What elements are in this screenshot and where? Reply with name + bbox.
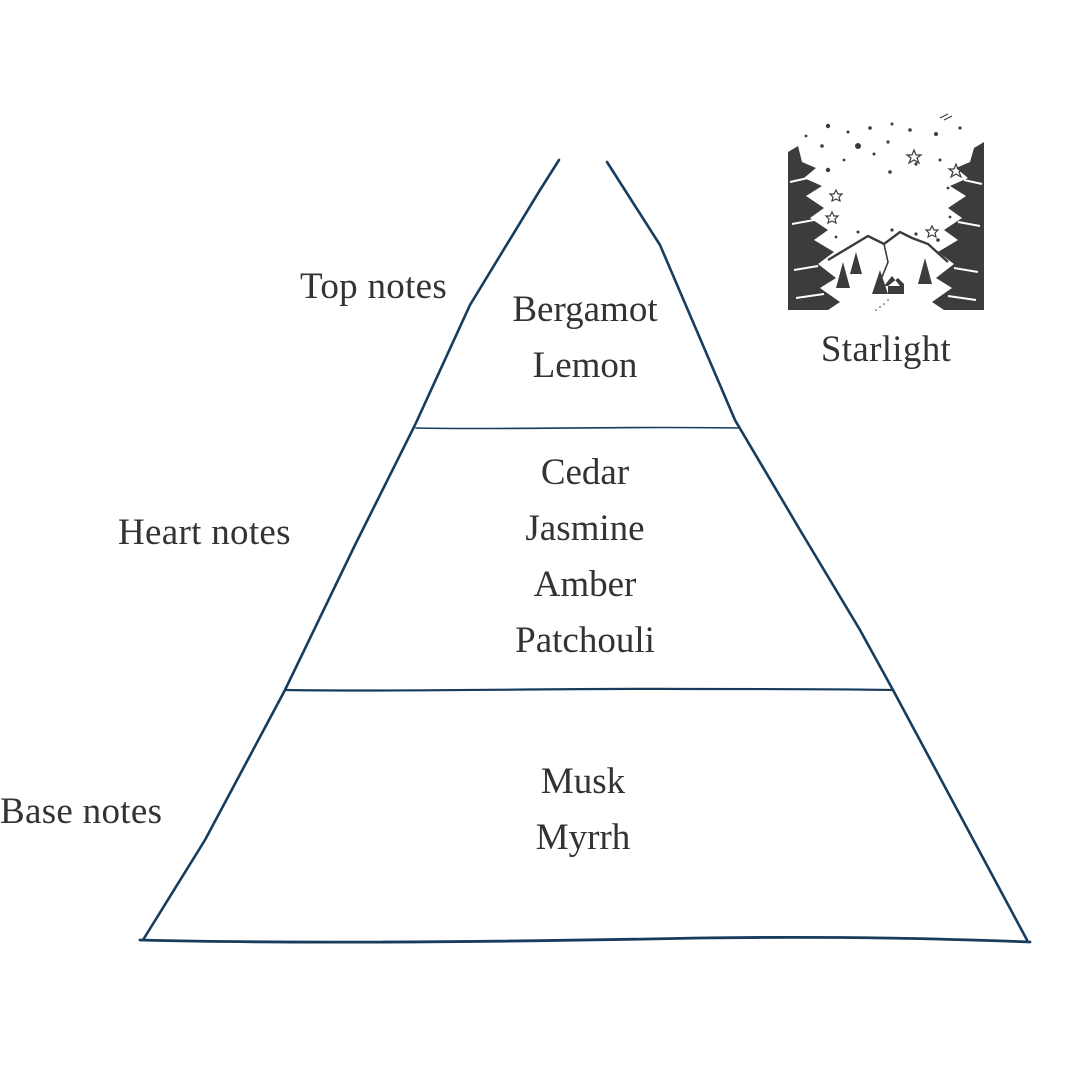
tier-label-heart: Heart notes [118, 512, 291, 553]
top-heart-divider [415, 426, 739, 430]
note-amber: Amber [533, 564, 637, 605]
heart-base-divider [283, 687, 895, 692]
note-lemon: Lemon [532, 345, 638, 386]
top-notes-list: Bergamot Lemon [512, 282, 657, 394]
product-name: Starlight [820, 329, 952, 370]
note-jasmine: Jasmine [525, 508, 645, 549]
note-patchouli: Patchouli [515, 620, 655, 661]
pyramid-right-edge [605, 160, 1029, 942]
tier-label-base: Base notes [0, 791, 163, 832]
tier-label-top: Top notes [300, 266, 448, 307]
note-bergamot: Bergamot [512, 289, 658, 330]
pyramid-base [138, 935, 1032, 944]
pyramid-left-edge [141, 158, 561, 942]
note-cedar: Cedar [540, 452, 630, 493]
starry-night-mountain-cabin-icon [788, 113, 984, 311]
base-notes-list: Musk Myrrh [536, 754, 631, 866]
note-myrrh: Myrrh [535, 817, 631, 858]
note-musk: Musk [540, 761, 626, 802]
heart-notes-list: Cedar Jasmine Amber Patchouli [515, 445, 655, 669]
